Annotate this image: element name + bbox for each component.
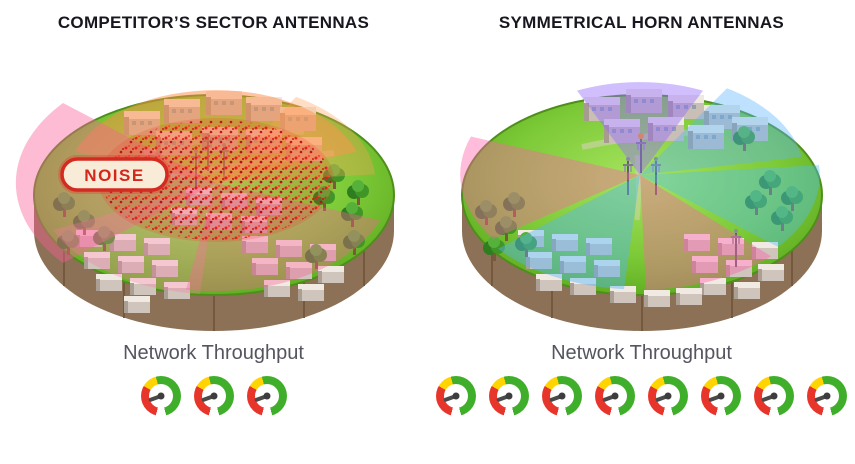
antenna-beacon-icon [637, 133, 644, 139]
left-gauge-row [140, 376, 287, 416]
gauge-knob [263, 392, 270, 400]
speedometer-gauge-icon [648, 376, 688, 416]
competitor-column: COMPETITOR’S SECTOR ANTENNAS [0, 0, 427, 464]
speedometer-gauge-icon [489, 376, 529, 416]
gauge-knob [770, 392, 778, 400]
competitor-island-illustration: NOISE [15, 90, 395, 331]
gauge-knob [505, 392, 513, 400]
gauge-knob [823, 392, 831, 400]
symmetrical-beam-coverage [459, 82, 820, 290]
speedometer-gauge-icon [436, 376, 476, 416]
building-icon [123, 296, 150, 313]
gauge-knob [558, 392, 566, 400]
speedometer-gauge-icon [246, 376, 287, 416]
horn-island-illustration [459, 82, 823, 331]
gauge-knob [452, 392, 460, 400]
speedometer-gauge-icon [595, 376, 635, 416]
building-icon [733, 282, 760, 299]
speedometer-gauge-icon [542, 376, 582, 416]
building-icon [95, 274, 122, 291]
horn-column: SYMMETRICAL HORN ANTENNAS [428, 0, 855, 464]
noise-speckle [97, 118, 334, 242]
right-title: SYMMETRICAL HORN ANTENNAS [498, 13, 785, 32]
gauge-knob [611, 392, 619, 400]
gauge-knob [664, 392, 672, 400]
gauge-knob [210, 392, 217, 400]
building-icon [643, 290, 670, 307]
left-throughput-label: Network Throughput [123, 342, 304, 364]
building-icon [757, 264, 784, 281]
noise-label: NOISE [84, 166, 144, 185]
gauge-knob [717, 392, 725, 400]
right-gauge-row [436, 376, 847, 416]
horn-antenna-masts [622, 133, 741, 267]
gauge-knob [157, 392, 164, 400]
building-icon [297, 284, 324, 301]
left-title: COMPETITOR’S SECTOR ANTENNAS [57, 13, 370, 32]
noise-badge: NOISE [57, 155, 171, 194]
building-icon [675, 288, 702, 305]
speedometer-gauge-icon [754, 376, 794, 416]
speedometer-gauge-icon [193, 376, 234, 416]
speedometer-gauge-icon [701, 376, 741, 416]
speedometer-gauge-icon [807, 376, 847, 416]
speedometer-gauge-icon [140, 376, 181, 416]
right-throughput-label: Network Throughput [551, 342, 732, 364]
